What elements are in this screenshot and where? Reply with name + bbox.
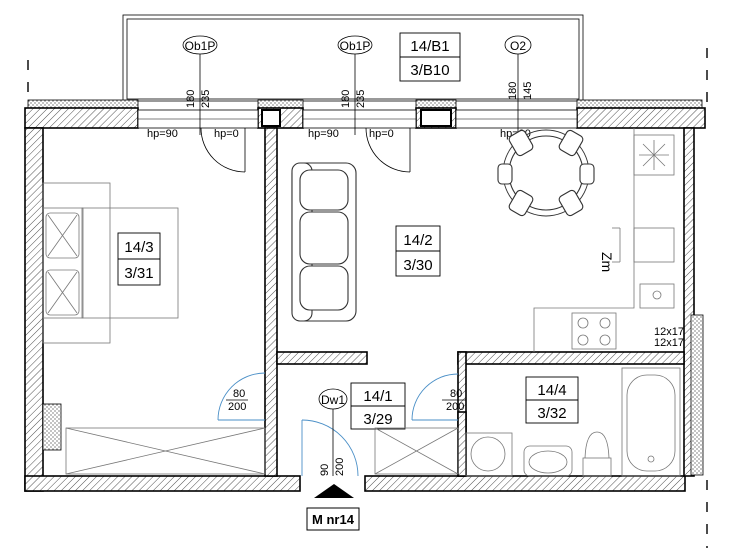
wardrobes: [65, 427, 459, 475]
room-name: 14/2: [403, 232, 432, 249]
window-tag: Ob1P: [340, 39, 371, 53]
room-name: 14/4: [537, 382, 566, 399]
kitchen: Zm: [533, 128, 675, 352]
window-dim-w: 235: [355, 90, 367, 108]
door-tag: Dw1: [321, 393, 345, 407]
duct-label: 12x17: [654, 337, 684, 349]
door-width: 80: [233, 388, 245, 400]
duct-label: 12x17: [654, 326, 684, 338]
door-width: 80: [450, 388, 462, 400]
room-name: 14/1: [363, 388, 392, 405]
room-bedroom: 14/3 3/31: [117, 232, 161, 286]
dining-table: [497, 129, 595, 217]
window-sill: hp=90: [308, 128, 339, 140]
room-code: 3/B10: [410, 62, 449, 79]
door-height: 200: [228, 401, 246, 413]
balcony-doors: [200, 127, 411, 173]
room-code: 3/31: [124, 265, 153, 282]
door-width: 90: [319, 464, 331, 476]
room-code: 3/30: [403, 257, 432, 274]
window-dim-h: 180: [340, 90, 352, 108]
dashed-guides: [27, 48, 708, 548]
room-bathroom: 14/4 3/32: [525, 376, 579, 424]
window-dim-w: 145: [522, 82, 534, 100]
sofa: [291, 162, 357, 322]
room-name: 14/3: [124, 239, 153, 256]
window-sill: hp=0: [214, 128, 239, 140]
room-name: 14/B1: [410, 38, 449, 55]
window-openings: [137, 109, 578, 129]
walls: [24, 107, 706, 492]
entrance-label: M nr14: [312, 512, 355, 527]
window-tags: Ob1P Ob1P O2: [182, 35, 532, 135]
window-tag: Ob1P: [185, 39, 216, 53]
zm-label: Zm: [599, 252, 615, 272]
door-height: 200: [334, 458, 346, 476]
room-balcony: 14/B1 3/B10: [399, 32, 461, 82]
bed: [42, 182, 179, 344]
bathroom-fixtures: [465, 367, 681, 477]
room-code: 3/29: [363, 411, 392, 428]
room-living: 14/2 3/30: [395, 225, 441, 277]
window-sill: hp=0: [369, 128, 394, 140]
window-dim-w: 235: [200, 90, 212, 108]
ducts: 12x17 12x17: [42, 314, 704, 476]
room-code: 3/32: [537, 405, 566, 422]
entrance-marker: M nr14: [306, 484, 360, 531]
room-hall: 14/1 3/29: [350, 382, 406, 430]
window-tag: O2: [510, 39, 526, 53]
window-dim-h: 180: [185, 90, 197, 108]
balcony: [122, 14, 584, 102]
interior-doors: 80 200 80 200 Dw1 90 200: [217, 372, 466, 477]
window-sill: hp=90: [147, 128, 178, 140]
door-height: 200: [446, 401, 464, 413]
window-dim-h: 180: [507, 82, 519, 100]
